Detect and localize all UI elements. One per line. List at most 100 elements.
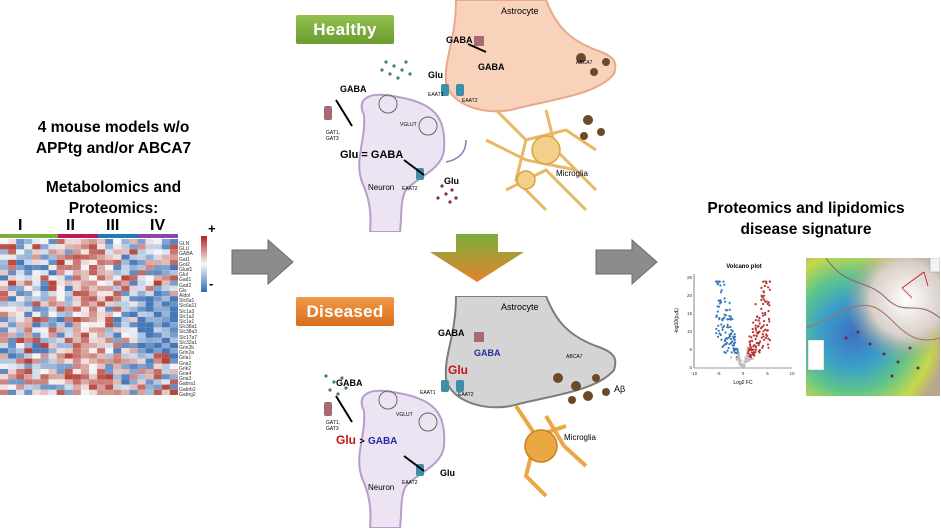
eaat2-neuron-label-d: EAAT2 <box>402 480 418 486</box>
heatmap-cell <box>72 343 81 349</box>
heatmap-cell <box>129 389 138 395</box>
heatmap-cell <box>145 369 154 375</box>
heatmap-cell <box>105 322 114 328</box>
heatmap-cell <box>80 337 89 343</box>
heatmap-cell <box>64 254 73 260</box>
heatmap-cell <box>8 239 17 245</box>
gene-label: Slc1a1 <box>179 319 195 325</box>
heatmap-cell <box>169 275 178 281</box>
abeta-label: Aβ <box>614 384 625 394</box>
heatmap-cell <box>113 369 122 375</box>
volcano-point <box>715 315 718 318</box>
heatmap-cell <box>0 244 9 250</box>
volcano-point <box>765 300 768 303</box>
volcano-point <box>725 341 728 344</box>
heatmap-cell <box>0 337 9 343</box>
heatmap-cell <box>129 296 138 302</box>
volcano-point <box>718 302 721 305</box>
heatmap-cell <box>137 358 146 364</box>
heatmap-cell <box>137 291 146 297</box>
heatmap-cell <box>121 249 130 255</box>
heatmap-cell <box>32 358 41 364</box>
heatmap-cell <box>48 384 57 390</box>
volcano-point <box>767 310 770 313</box>
heatmap-cell <box>24 363 33 369</box>
gene-label: Slc6a1 <box>179 298 195 305</box>
heatmap-cell <box>153 384 162 390</box>
heatmap-cell <box>16 353 25 359</box>
gene-label: Slc32a1 <box>179 339 198 346</box>
heatmap-cell <box>161 306 170 312</box>
heatmap-cell <box>24 332 33 338</box>
heatmap-cell <box>72 259 81 265</box>
heatmap-cell <box>89 280 98 286</box>
glu-bottom-d: Glu <box>440 468 455 478</box>
volcano-point <box>730 329 733 332</box>
volcano-point <box>767 317 771 321</box>
heatmap-cell <box>153 322 162 328</box>
heatmap-cell <box>169 332 178 338</box>
left-title-line1: 4 mouse models w/o <box>37 119 190 136</box>
heatmap-cell <box>161 322 170 328</box>
heatmap-cell <box>89 379 98 385</box>
heatmap-cell <box>0 270 9 276</box>
right-title-line1: Proteomics and lipidomics <box>707 200 905 217</box>
heatmap-cell <box>105 343 114 349</box>
heatmap-cell <box>97 291 106 297</box>
heatmap-cell <box>56 291 65 297</box>
volcano-point <box>760 294 763 297</box>
heatmap-cell <box>121 285 130 291</box>
heatmap-cell <box>80 280 89 286</box>
volcano-point <box>726 337 729 340</box>
heatmap-cell <box>80 244 89 250</box>
heatmap-cell <box>145 270 154 276</box>
volcano-point <box>760 307 763 310</box>
heatmap-cell <box>137 275 146 281</box>
heatmap-cell <box>121 259 130 265</box>
heatmap-cell <box>169 353 178 359</box>
volcano-point <box>766 343 770 346</box>
volcano-point <box>740 365 744 368</box>
heatmap-cell <box>24 244 33 250</box>
heatmap-cell <box>24 280 33 286</box>
heatmap-cells <box>0 239 178 395</box>
heatmap-cell <box>89 369 98 375</box>
heatmap-cell <box>80 254 89 260</box>
eaat2-label-d: EAAT2 <box>458 392 474 398</box>
heatmap-cell <box>8 379 17 385</box>
heatmap-cell <box>8 369 17 375</box>
heatmap-cell <box>32 327 41 333</box>
heatmap-cell <box>72 244 81 250</box>
svg-text:0: 0 <box>742 371 745 376</box>
heatmap-cell <box>80 348 89 354</box>
gat-label-h: GAT1, <box>326 130 340 136</box>
heatmap-cell <box>24 389 33 395</box>
heatmap-cell <box>8 249 17 255</box>
heatmap-cell <box>153 348 162 354</box>
heatmap-cell <box>161 337 170 343</box>
heatmap-cell <box>56 353 65 359</box>
heatmap-cell <box>129 379 138 385</box>
volcano-point <box>767 346 770 349</box>
heatmap-cell <box>153 265 162 271</box>
healthy-badge: Healthy <box>296 15 394 44</box>
volcano-plot: Volcano plot 0 5 10 15 20 25 -10 -5 0 5 … <box>672 258 800 398</box>
heatmap-cell <box>169 259 178 265</box>
heatmap-cell <box>72 384 81 390</box>
heatmap-cell <box>8 291 17 297</box>
volcano-point <box>727 346 730 350</box>
volcano-point <box>733 335 736 338</box>
volcano-point <box>754 319 757 322</box>
heatmap-cell <box>56 311 65 317</box>
heatmap-cell <box>153 259 162 265</box>
heatmap-cell <box>105 337 114 343</box>
heatmap-cell <box>89 384 98 390</box>
colorbar-plus: + <box>208 221 216 236</box>
heatmap-cell <box>145 311 154 317</box>
heatmap-cell <box>113 337 122 343</box>
volcano-point <box>757 319 760 322</box>
heatmap-cell <box>72 353 81 359</box>
group-bar-4 <box>138 234 178 238</box>
heatmap-cell <box>56 374 65 380</box>
heatmap-cell <box>89 353 98 359</box>
